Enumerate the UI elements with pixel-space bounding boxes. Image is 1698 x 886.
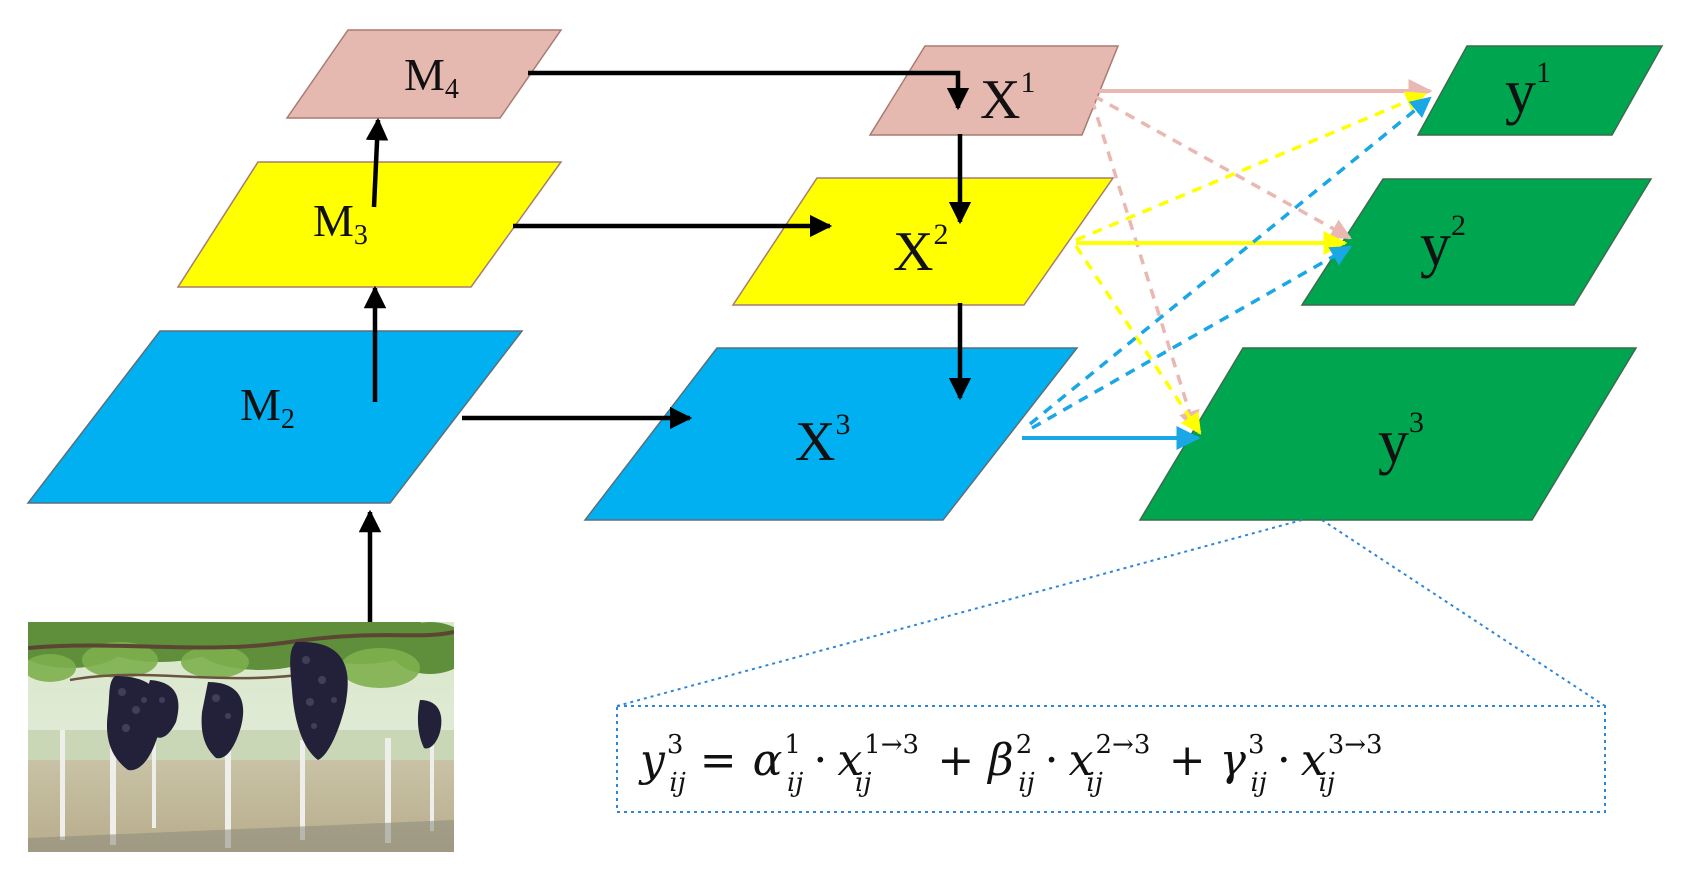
zoom-line-left: [616, 519, 1303, 707]
y3-label: y3: [1378, 406, 1424, 476]
x2-plane: [731, 177, 1115, 306]
arrow-x1-to-y2-dashed: [1093, 94, 1352, 240]
arrow-x1-to-y3-dashed: [1090, 99, 1200, 433]
m3-plane: [176, 161, 563, 288]
y1-label: y1: [1505, 56, 1551, 126]
y2-label: y2: [1420, 209, 1466, 279]
m2-plane: [26, 330, 524, 504]
zoom-line-right: [1321, 519, 1606, 707]
x1-plane: [868, 45, 1120, 136]
m4-label: M4: [404, 49, 459, 105]
y1-plane: [1416, 45, 1664, 136]
y3-plane: [1138, 347, 1638, 521]
y2-plane: [1300, 178, 1653, 306]
arrow-x2-to-y3-dashed: [1074, 245, 1202, 435]
arrow-x2-to-y1-dashed: [1075, 91, 1427, 242]
formula-box: [616, 705, 1606, 813]
m2-label: M2: [240, 379, 295, 435]
formula-lhs: y: [638, 735, 666, 786]
arrow-x3-to-y2-dashed: [1031, 245, 1352, 430]
x3-label: X3: [795, 408, 850, 473]
arrow-m3-to-m4: [365, 117, 389, 208]
grape-vineyard-photo: [28, 622, 454, 852]
arrow-x3-to-y1-dashed: [1028, 96, 1432, 426]
m4-plane: [285, 29, 563, 119]
x2-label: X2: [893, 218, 948, 283]
arrow-m4-to-x1: [528, 70, 970, 111]
m3-label: M3: [313, 195, 368, 251]
x1-label: X1: [980, 66, 1035, 131]
